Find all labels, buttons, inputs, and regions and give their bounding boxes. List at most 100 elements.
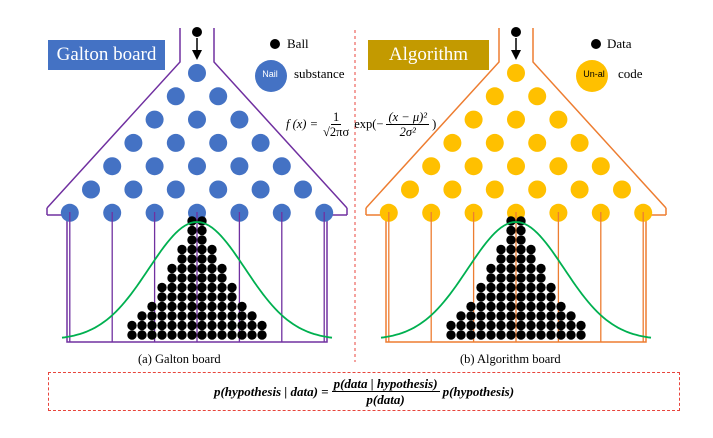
ball bbox=[187, 301, 197, 312]
ball bbox=[177, 292, 187, 302]
gauss-frac-num: 1 bbox=[330, 110, 342, 125]
ball bbox=[167, 282, 177, 293]
ball bbox=[496, 244, 506, 255]
ball bbox=[137, 311, 147, 321]
legend-data-text: Data bbox=[607, 36, 632, 51]
ball bbox=[187, 235, 197, 245]
ball bbox=[197, 292, 207, 302]
ball bbox=[516, 320, 526, 331]
peg bbox=[507, 64, 525, 82]
peg bbox=[251, 133, 270, 152]
ball bbox=[197, 263, 207, 274]
ball bbox=[147, 330, 157, 340]
gauss-exp-den: 2σ² bbox=[399, 125, 416, 139]
roof-left-line bbox=[46, 28, 181, 209]
ball bbox=[516, 263, 526, 274]
ball bbox=[486, 292, 496, 302]
ball bbox=[227, 292, 237, 302]
ball bbox=[217, 311, 227, 321]
peg bbox=[166, 180, 185, 199]
galton-board-title: Galton board bbox=[48, 40, 165, 70]
ball bbox=[556, 311, 566, 321]
peg bbox=[103, 157, 122, 176]
ball bbox=[227, 311, 237, 321]
ball bbox=[207, 330, 217, 340]
peg bbox=[188, 64, 206, 82]
legend-nail-icon bbox=[255, 60, 287, 92]
ball bbox=[147, 311, 157, 321]
peg bbox=[166, 133, 185, 152]
gauss-frac-den: √2πσ bbox=[323, 125, 350, 139]
peg bbox=[166, 87, 185, 106]
ball bbox=[187, 225, 197, 236]
ball bbox=[546, 282, 556, 293]
peg bbox=[528, 133, 547, 152]
ball bbox=[516, 301, 526, 312]
ball bbox=[516, 292, 526, 302]
ball bbox=[496, 282, 506, 293]
ball bbox=[227, 282, 237, 293]
peg bbox=[145, 157, 164, 176]
ball bbox=[177, 311, 187, 321]
ball bbox=[486, 311, 496, 321]
bayes-lhs: p(hypothesis | data) = bbox=[213, 383, 329, 399]
ball bbox=[496, 301, 506, 312]
ball bbox=[516, 235, 526, 245]
ball bbox=[506, 254, 516, 264]
ball bbox=[227, 330, 237, 340]
ball bbox=[466, 301, 476, 312]
ball bbox=[257, 330, 267, 340]
ball bbox=[486, 282, 496, 293]
peg bbox=[549, 157, 568, 176]
ball bbox=[207, 301, 217, 312]
ball bbox=[506, 301, 516, 312]
ball bbox=[456, 320, 466, 331]
bayes-den: p(data) bbox=[366, 392, 405, 407]
peg bbox=[570, 180, 589, 199]
ball bbox=[217, 301, 227, 312]
ball bbox=[177, 273, 187, 283]
peg bbox=[209, 180, 228, 199]
ball bbox=[197, 254, 207, 264]
algorithm-caption: (b) Algorithm board bbox=[460, 352, 561, 366]
bayes-formula: p(hypothesis | data) = p(data | hypothes… bbox=[49, 373, 679, 410]
ball bbox=[536, 263, 546, 274]
ball bbox=[476, 311, 486, 321]
ball bbox=[576, 320, 586, 331]
ball bbox=[157, 330, 167, 340]
ball bbox=[217, 273, 227, 283]
ball bbox=[187, 320, 197, 331]
ball bbox=[217, 263, 227, 274]
ball bbox=[227, 320, 237, 331]
ball bbox=[476, 330, 486, 340]
ball bbox=[237, 301, 247, 312]
peg bbox=[528, 180, 547, 199]
ball bbox=[147, 301, 157, 312]
ball bbox=[566, 311, 576, 321]
ball bbox=[197, 244, 207, 255]
ball bbox=[187, 311, 197, 321]
ball bbox=[157, 301, 167, 312]
bayes-rhs: p(hypothesis) bbox=[442, 383, 515, 399]
ball bbox=[217, 282, 227, 293]
ball bbox=[546, 311, 556, 321]
ball bbox=[167, 320, 177, 331]
ball bbox=[197, 311, 207, 321]
gauss-exp-prefix: exp(− bbox=[354, 117, 384, 131]
ball bbox=[197, 301, 207, 312]
ball bbox=[157, 320, 167, 331]
ball bbox=[127, 320, 137, 331]
ball bbox=[446, 330, 456, 340]
ball bbox=[476, 282, 486, 293]
ball bbox=[456, 330, 466, 340]
ball bbox=[217, 292, 227, 302]
gauss-exp-num: (x − μ)² bbox=[386, 110, 430, 125]
ball bbox=[187, 254, 197, 264]
gaussian-curve bbox=[380, 221, 652, 339]
ball bbox=[177, 263, 187, 274]
ball bbox=[526, 301, 536, 312]
peg bbox=[230, 157, 249, 176]
bayes-frac: p(data | hypothesis) p(data) bbox=[331, 376, 440, 407]
roof-left-line bbox=[365, 28, 500, 209]
